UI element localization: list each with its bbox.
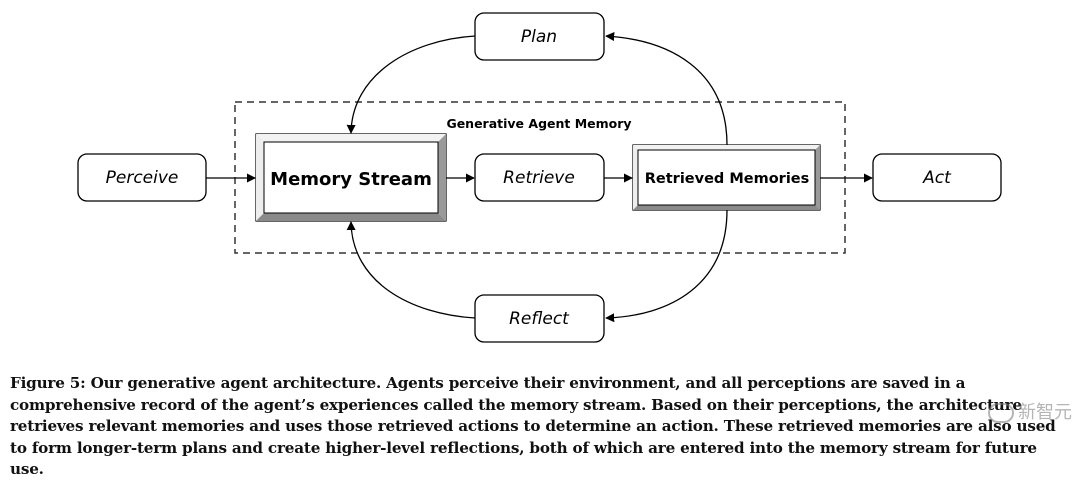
arrow-plan-to-memory bbox=[346, 35, 476, 134]
svg-text:Act: Act bbox=[922, 168, 952, 188]
container-title: Generative Agent Memory bbox=[446, 116, 631, 131]
retrieve-node: Retrieve bbox=[474, 153, 605, 202]
arrow-retrieved-to-reflect bbox=[605, 209, 728, 323]
act-node: Act bbox=[872, 153, 1002, 202]
svg-text:Retrieved Memories: Retrieved Memories bbox=[645, 171, 810, 187]
arrow-retrieved-to-plan bbox=[605, 31, 728, 146]
retrieved-memories-node: Retrieved Memories bbox=[632, 144, 821, 211]
watermark-text: 新智元 bbox=[1018, 402, 1072, 423]
reflect-node: Reflect bbox=[474, 294, 605, 343]
svg-text:Memory Stream: Memory Stream bbox=[270, 169, 432, 190]
watermark: 新智元 bbox=[988, 398, 1072, 424]
arrow-reflect-to-memory bbox=[346, 221, 476, 319]
plan-node: Plan bbox=[474, 12, 605, 61]
perceive-node: Perceive bbox=[77, 153, 207, 202]
svg-text:Retrieve: Retrieve bbox=[503, 168, 575, 188]
svg-text:Reflect: Reflect bbox=[509, 309, 570, 329]
figure-caption: Figure 5: Our generative agent architect… bbox=[10, 374, 1056, 478]
architecture-diagram: Generative Agent Memory Perceive Memory … bbox=[77, 12, 1002, 343]
svg-text:Perceive: Perceive bbox=[106, 168, 179, 188]
memory-stream-node: Memory Stream bbox=[255, 133, 447, 222]
watermark-logo-icon bbox=[988, 403, 1014, 423]
svg-text:Plan: Plan bbox=[521, 27, 557, 47]
